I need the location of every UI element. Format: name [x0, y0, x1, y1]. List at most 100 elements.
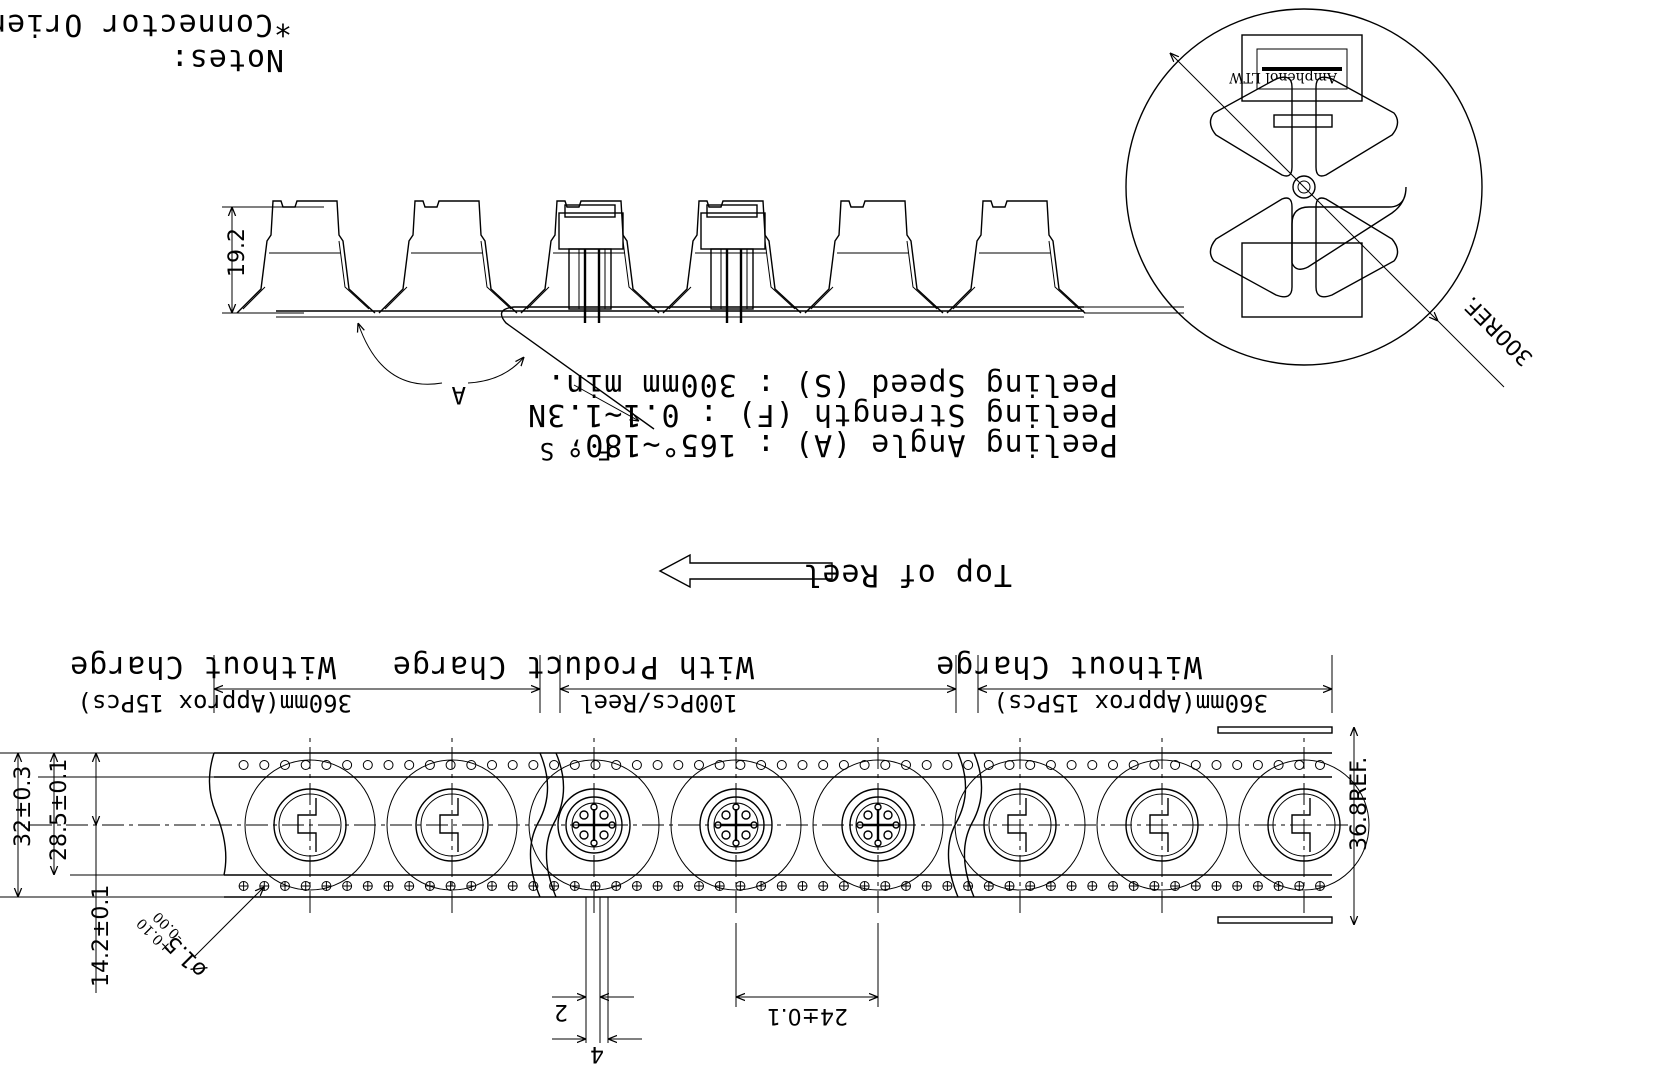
sprocket-hole — [362, 760, 373, 770]
notes-block: Notes: *Connector Orientation — [0, 7, 292, 77]
tape-break-2 — [529, 752, 549, 898]
sprocket-hole — [694, 881, 704, 891]
reel-outline — [1125, 8, 1483, 366]
sprocket-hole — [1108, 760, 1118, 770]
sprocket-hole — [507, 881, 518, 891]
sprocket-hole — [631, 881, 642, 891]
sprocket-hole — [1004, 881, 1015, 891]
sprocket-hole — [445, 881, 456, 891]
reel-brand-text: Amphenol LTW — [1228, 69, 1338, 85]
sprocket-hole — [424, 881, 435, 891]
direction-label: Top of Reel — [802, 557, 1012, 592]
sprocket-hole — [1315, 760, 1325, 770]
peeling-angle: Peeling Angle (A) : 165°~180° — [565, 427, 1118, 462]
sprocket-hole — [1066, 760, 1077, 770]
sprocket-hole — [1294, 881, 1305, 891]
sprocket-hole — [694, 760, 704, 770]
sprocket-hole — [300, 760, 311, 770]
peeling-speed: Peeling Speed (S) : 300mm min. — [546, 367, 1118, 402]
sprocket-hole — [756, 881, 767, 891]
sprocket-hole — [901, 881, 911, 891]
sprocket-hole — [1170, 760, 1181, 770]
sprocket-hole — [1045, 760, 1056, 770]
sprocket-hole — [942, 760, 953, 770]
sprocket-hole — [1294, 760, 1305, 770]
sprocket-hole — [507, 760, 518, 770]
carrier-tape: Without Charge 360mm(Approx 15Pcs) With … — [0, 649, 1372, 1066]
direction-arrow — [658, 553, 833, 589]
sprocket-hole — [1211, 760, 1222, 770]
sprocket-hole — [1190, 760, 1201, 770]
section-length-1: 360mm(Approx 15Pcs) — [77, 689, 352, 717]
sprocket-hole — [1087, 760, 1098, 770]
sprocket-hole — [756, 760, 767, 770]
direction-indicator: Top of Reel — [658, 553, 1012, 592]
sprocket-hole — [528, 760, 539, 770]
section-title-2: With Product Charge — [392, 649, 754, 684]
peel-force-label: F , S — [540, 437, 612, 465]
sprocket-hole — [280, 881, 290, 891]
sprocket-hole — [673, 881, 684, 891]
section-length-2: 100Pcs/Reel — [579, 689, 738, 717]
sprocket-hole — [714, 760, 725, 770]
sprocket-hole — [300, 881, 311, 891]
sprocket-hole — [652, 881, 663, 891]
sprocket-hole — [652, 760, 663, 770]
sprocket-hole — [1128, 881, 1139, 891]
sprocket-hole — [383, 760, 394, 770]
sprocket-hole — [859, 881, 870, 891]
sprocket-hole — [362, 881, 373, 891]
sprocket-hole — [818, 760, 829, 770]
sprocket-hole — [797, 760, 808, 770]
sprocket-hole — [466, 881, 477, 891]
tape-break-3 — [963, 752, 983, 898]
sprocket-hole — [776, 881, 787, 891]
sprocket-hole — [569, 760, 580, 770]
pocket-centerlines — [309, 737, 1305, 913]
tape-width-label: 32±0.3 — [11, 766, 36, 847]
sprocket-hole — [1252, 881, 1263, 891]
sprocket-hole — [963, 881, 974, 891]
reel: Amphenol LTW 300REF. — [1084, 8, 1538, 388]
sprocket-hole — [1025, 881, 1036, 891]
sprocket-hole — [735, 881, 746, 891]
sprocket-hole — [424, 760, 435, 770]
dim-2-label: 2 — [554, 999, 568, 1024]
tape-end-cut — [208, 752, 227, 876]
sprocket-hole — [528, 881, 539, 891]
sprocket-holes-top — [238, 760, 1325, 770]
hole-leader — [193, 887, 264, 958]
sprocket-hole — [1087, 881, 1098, 891]
sprocket-hole — [238, 881, 249, 891]
sprocket-hole — [259, 760, 270, 770]
notes-title: Notes: — [170, 42, 284, 77]
sprocket-hole — [1025, 760, 1036, 770]
sprocket-hole — [797, 881, 808, 891]
sprocket-hole — [445, 760, 456, 770]
reel-label-area — [1241, 242, 1363, 318]
tape-break-4 — [947, 752, 967, 898]
sprocket-hole — [859, 760, 870, 770]
sprocket-hole — [1190, 881, 1201, 891]
dim-4-label: 4 — [590, 1041, 604, 1066]
sprocket-span-label: 28.5±0.1 — [47, 759, 72, 861]
reel-window-1 — [1291, 186, 1407, 270]
sprocket-hole — [942, 881, 953, 891]
peeling-profile: F , S A 19.2 Peeling Angle (A) : 165°~18… — [222, 201, 1118, 465]
sprocket-hole — [1066, 881, 1077, 891]
peel-angle-label: A — [451, 381, 466, 409]
sprocket-hole — [1149, 760, 1160, 770]
sprocket-hole — [569, 881, 580, 891]
sprocket-hole — [280, 760, 290, 770]
sprocket-hole — [818, 881, 829, 891]
peel-angle-arc — [358, 323, 524, 385]
height-dim-label: 19.2 — [225, 228, 250, 277]
section-length-3: 360mm(Approx 15Pcs) — [993, 689, 1268, 717]
sprocket-hole — [983, 760, 994, 770]
sprocket-hole — [487, 760, 497, 770]
section-ext-lines — [213, 655, 1333, 713]
reel-diameter-ext — [1437, 320, 1505, 388]
sprocket-holes-bottom — [238, 881, 1325, 891]
section-title-1: Without Charge — [69, 649, 336, 684]
